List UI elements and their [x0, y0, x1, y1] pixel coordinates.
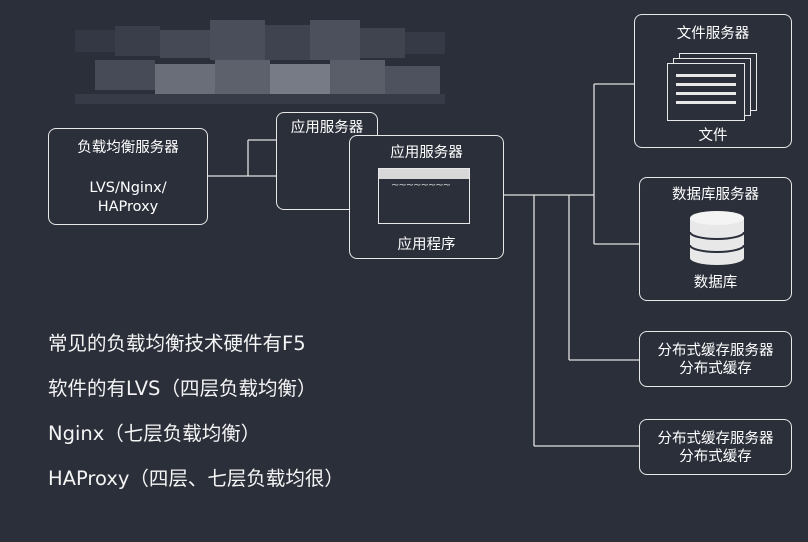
database-caption: 数据库	[693, 275, 738, 291]
database-server-title: 数据库服务器	[672, 187, 759, 203]
load-balancer-software-line2: HAProxy	[97, 199, 159, 215]
document-stack-icon	[667, 53, 757, 121]
distributed-cache-server-1: 分布式缓存服务器 分布式缓存	[639, 331, 792, 387]
cache-server-1-caption: 分布式缓存	[679, 361, 752, 377]
note-haproxy: HAProxy（四层、七层负载均很）	[48, 467, 344, 490]
file-server-title: 文件服务器	[676, 26, 750, 42]
database-icon	[689, 211, 745, 265]
cache-server-2-caption: 分布式缓存	[679, 449, 752, 465]
load-balancer-software-line1: LVS/Nginx/	[89, 180, 167, 196]
note-hardware: 常见的负载均衡技术硬件有F5	[48, 332, 306, 355]
database-server: 数据库服务器 数据库	[639, 177, 792, 301]
load-balancer-title: 负载均衡服务器	[77, 140, 179, 156]
note-software-lvs: 软件的有LVS（四层负载均衡）	[48, 377, 317, 400]
file-server: 文件服务器 文件	[634, 14, 792, 148]
note-nginx: Nginx（七层负载均衡）	[48, 422, 261, 445]
app-server-front: 应用服务器 ~~~~~~~~ 应用程序	[349, 135, 504, 259]
file-caption: 文件	[698, 128, 728, 144]
application-window-icon: ~~~~~~~~	[378, 168, 470, 224]
load-balancer-server: 负载均衡服务器 LVS/Nginx/ HAProxy	[48, 128, 208, 225]
application-window-text: ~~~~~~~~	[391, 180, 451, 191]
cache-server-2-title: 分布式缓存服务器	[657, 431, 774, 447]
app-program-caption: 应用程序	[397, 237, 456, 253]
cache-server-1-title: 分布式缓存服务器	[657, 343, 774, 359]
pixelated-title-area	[75, 20, 445, 108]
app-server-front-title: 应用服务器	[390, 145, 463, 161]
app-server-back-title: 应用服务器	[290, 120, 364, 136]
distributed-cache-server-2: 分布式缓存服务器 分布式缓存	[639, 419, 792, 475]
